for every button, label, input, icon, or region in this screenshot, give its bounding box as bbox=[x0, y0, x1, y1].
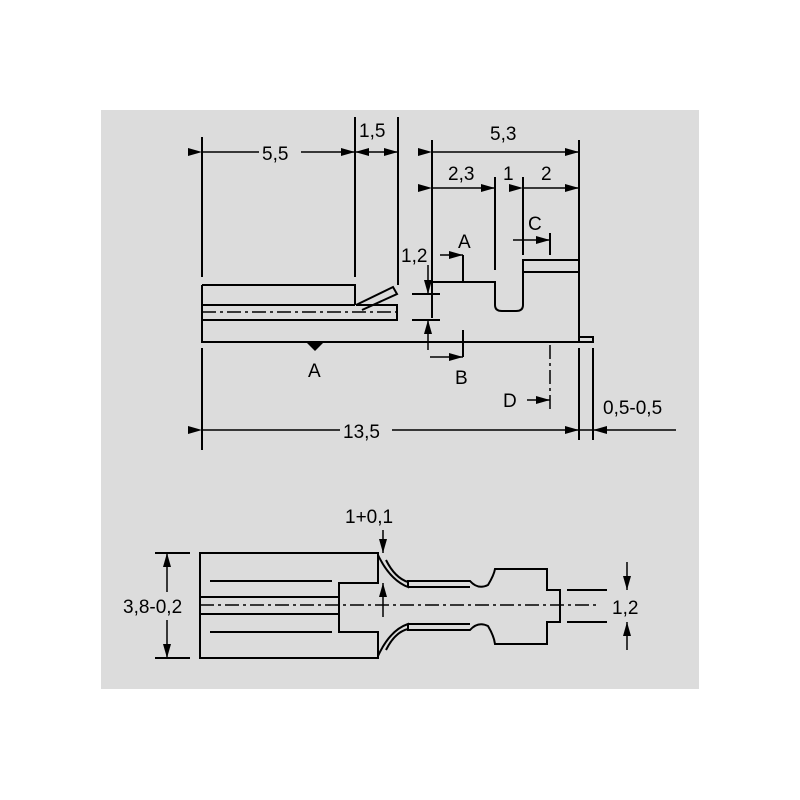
dim-2-3: 2,3 bbox=[448, 164, 474, 185]
dim-2: 2 bbox=[541, 164, 552, 185]
dim-tolerance: 0,5-0,5 bbox=[603, 398, 662, 419]
dim-1: 1 bbox=[503, 164, 514, 185]
dim-1-2: 1,2 bbox=[401, 246, 427, 267]
label-d: D bbox=[503, 391, 517, 412]
dim-tip: 1,2 bbox=[612, 598, 638, 619]
dim-13-5: 13,5 bbox=[343, 422, 380, 443]
label-b: B bbox=[455, 368, 468, 389]
section-marker-a bbox=[306, 342, 324, 351]
label-a-top: A bbox=[458, 232, 471, 253]
dim-5-3: 5,3 bbox=[490, 124, 516, 145]
top-view: 3,8-0,2 1+0,1 1,2 bbox=[123, 507, 638, 659]
label-c: C bbox=[528, 214, 542, 235]
dim-slot: 1+0,1 bbox=[345, 507, 393, 528]
side-view: 5,5 1,5 5,3 2,3 1 2 C A 1,2 A B D 13,5 0… bbox=[188, 117, 676, 450]
dim-5-5: 5,5 bbox=[262, 144, 288, 165]
dim-1-5: 1,5 bbox=[359, 121, 385, 142]
label-a-bottom: A bbox=[308, 361, 321, 382]
dim-width: 3,8-0,2 bbox=[123, 597, 182, 618]
